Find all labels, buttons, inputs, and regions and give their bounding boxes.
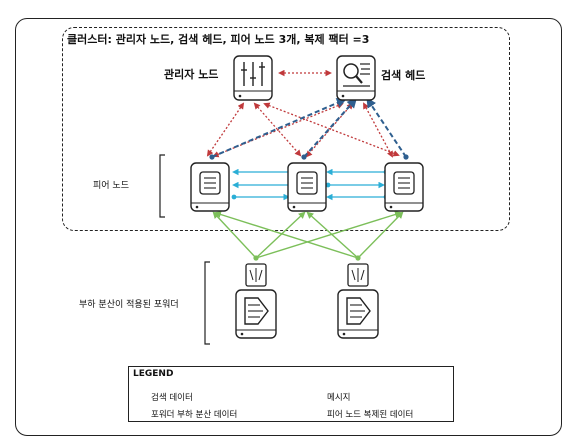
- search-data-dots: [209, 154, 409, 160]
- replication-arrows: [232, 168, 386, 201]
- message-arrows: [206, 69, 400, 158]
- search-head-label: 검색 헤드: [381, 69, 426, 82]
- outer-frame: [15, 18, 562, 436]
- peer-node-3-icon: [384, 162, 424, 212]
- forwarder-data-dots: [253, 255, 361, 261]
- cluster-title: 클러스터: 관리자 노드, 검색 헤드, 피어 노드 3개, 복제 팩터 =3: [67, 33, 370, 46]
- forwarder-bracket: [204, 261, 210, 345]
- legend-item-replicated-data: 피어 노드 복제된 데이터: [327, 410, 414, 420]
- forwarders-label: 부하 분산이 적용된 포워더: [79, 300, 179, 310]
- message-arrow-manager-peer2: [253, 102, 302, 157]
- message-arrow-searchhead-peer1: [212, 102, 344, 158]
- peer-nodes-label: 피어 노드: [93, 181, 129, 191]
- search-head-node-icon: [336, 55, 376, 101]
- forwarder-data-arrows: [212, 211, 404, 259]
- search-data-arrows: [211, 97, 407, 158]
- manager-node-icon: [233, 55, 273, 101]
- message-arrow-searchhead-peer3: [363, 102, 393, 158]
- peer-node-2-icon: [287, 162, 327, 212]
- legend-title: LEGEND: [133, 369, 174, 379]
- search-arrow-peer3: [366, 97, 407, 158]
- legend-item-search-data: 검색 데이터: [151, 393, 193, 403]
- legend-item-messages: 메시지: [327, 393, 351, 403]
- forwarder-1-icon: [235, 263, 277, 339]
- peer-bracket: [159, 154, 165, 218]
- legend-box: [128, 366, 454, 422]
- forwarder-2-icon: [337, 263, 379, 339]
- peer-node-1-icon: [190, 162, 230, 212]
- message-arrow-manager-peer1: [206, 102, 245, 157]
- message-arrow-searchhead-peer2: [305, 102, 354, 158]
- search-arrow-peer2: [303, 97, 358, 158]
- legend-item-forwarder-data: 포워더 부하 분산 데이터: [151, 410, 238, 420]
- manager-node-label: 관리자 노드: [164, 68, 219, 81]
